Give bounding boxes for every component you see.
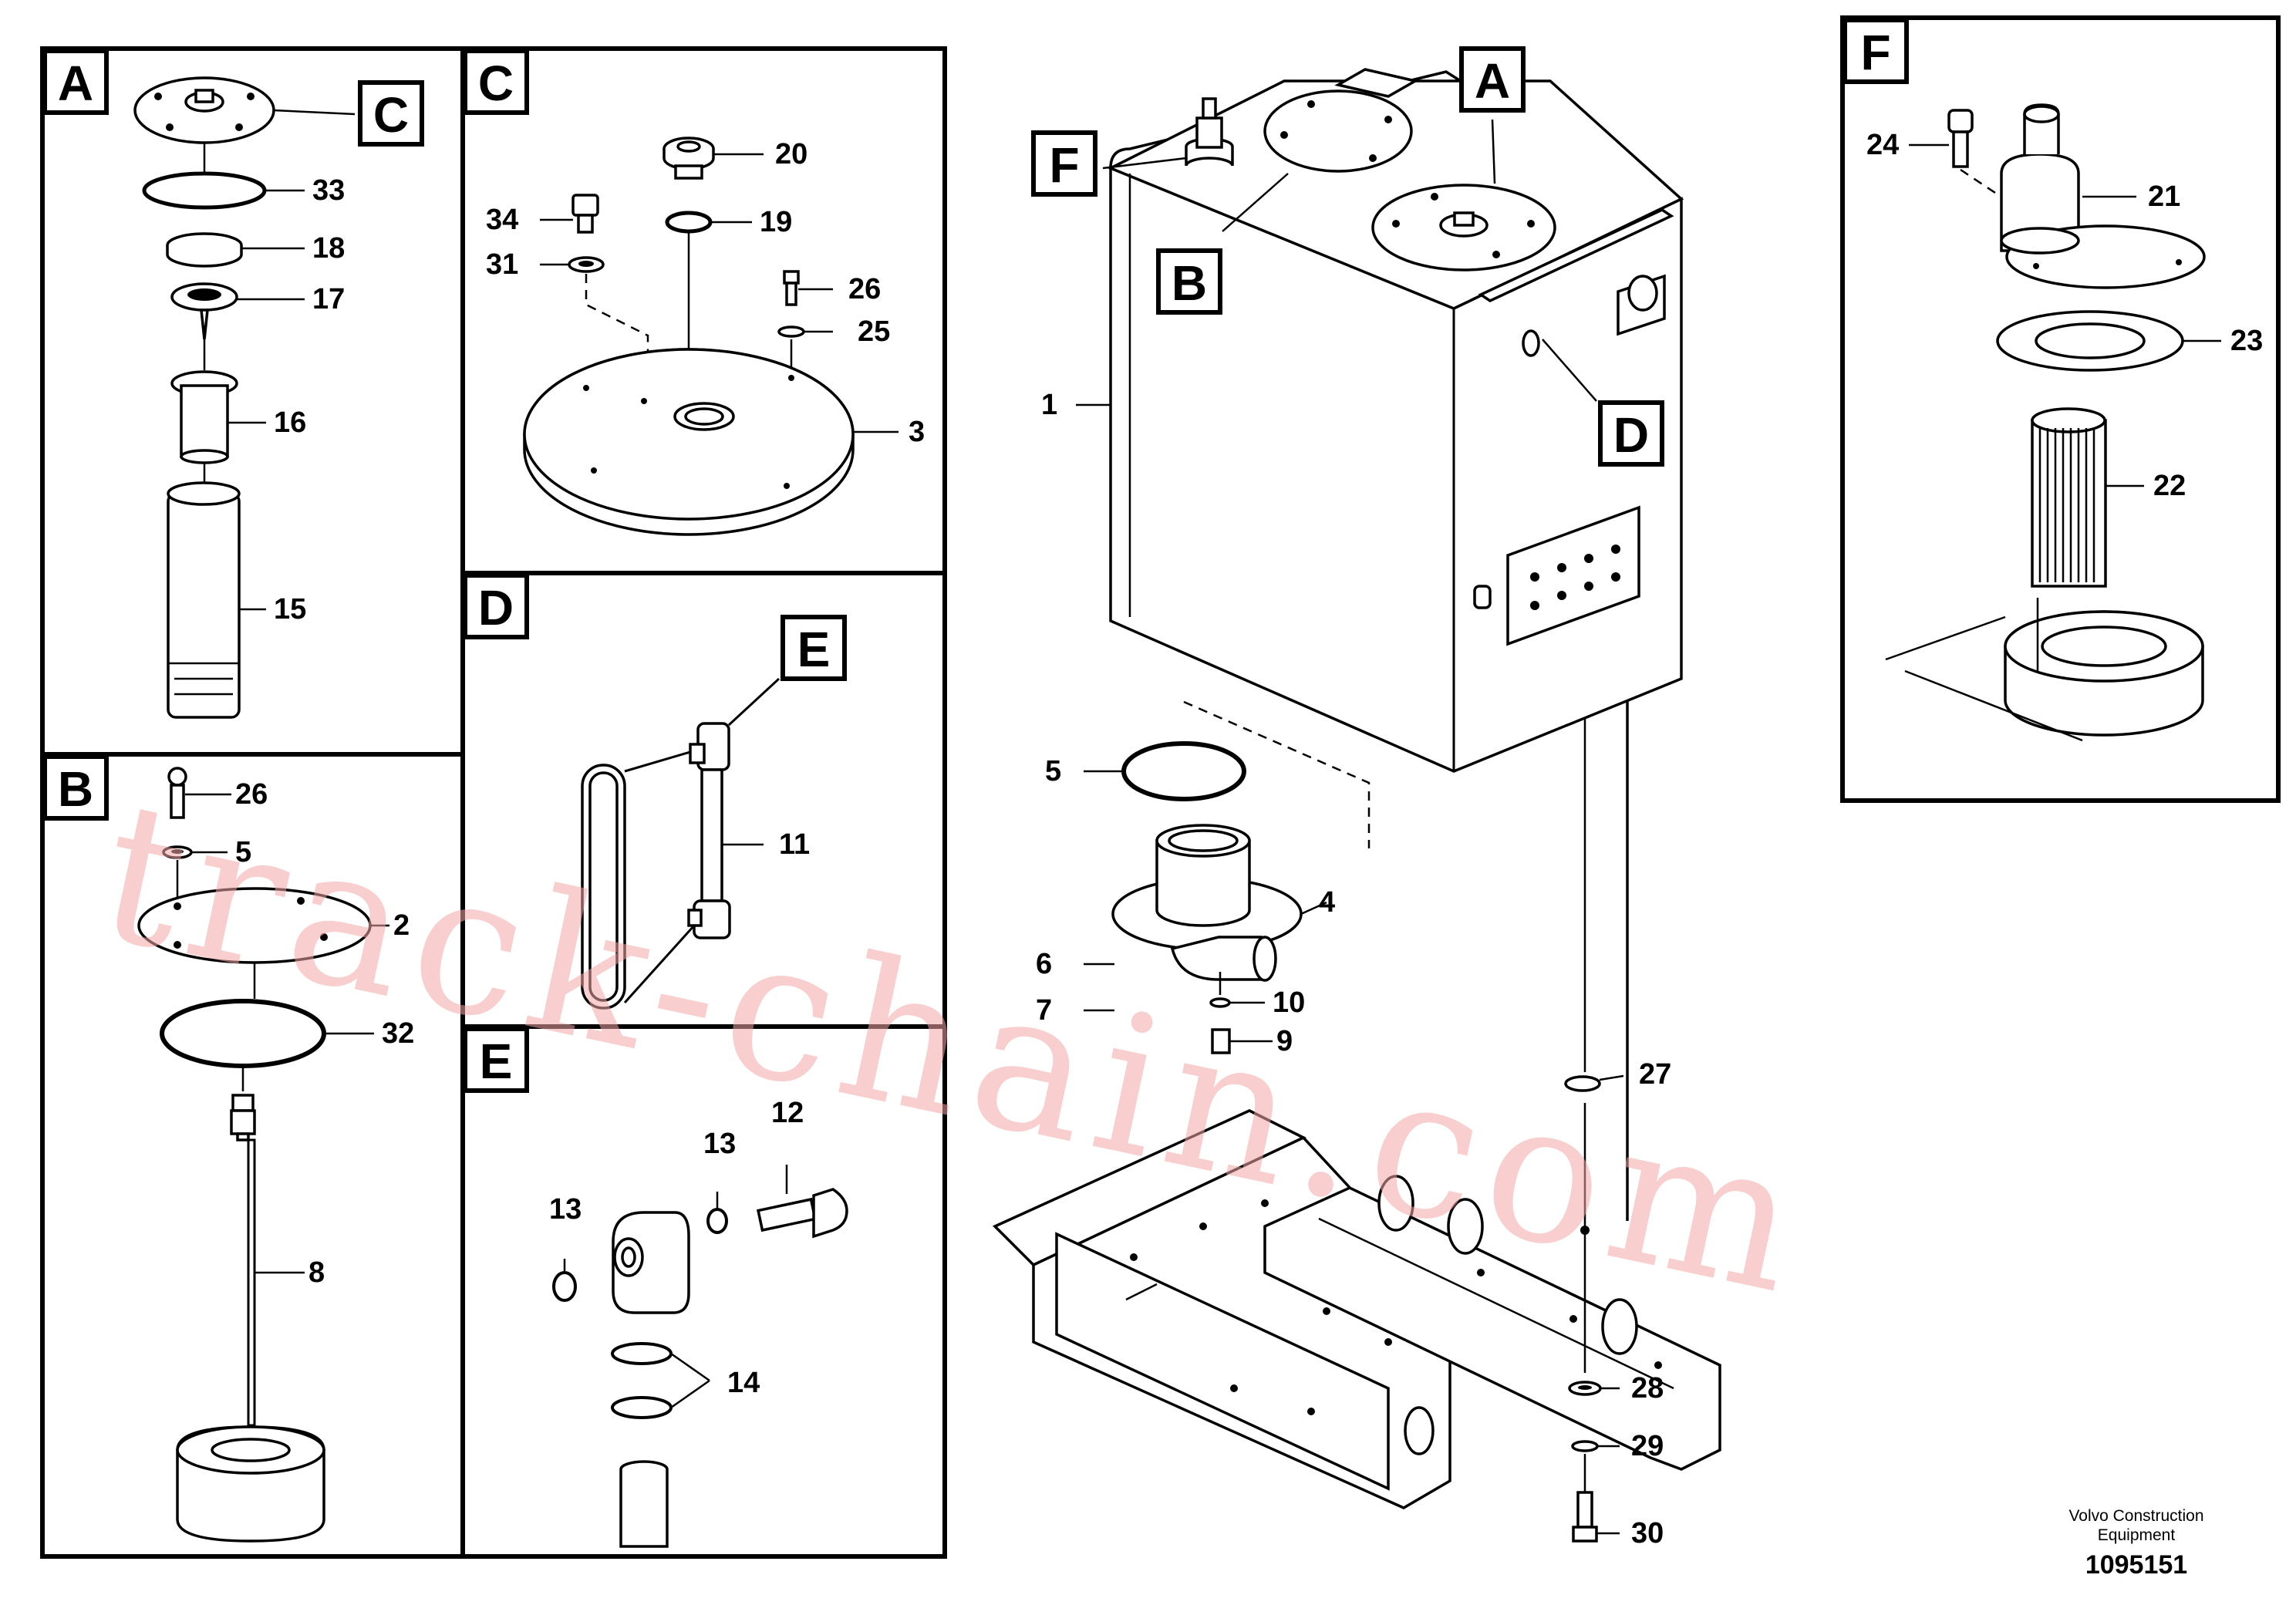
part-label-9: 9: [1276, 1025, 1293, 1057]
panel-a-drawing: C: [133, 76, 424, 719]
footer-company-line2: Equipment: [2098, 1526, 2176, 1544]
panel-c-letter-box: C: [463, 49, 529, 115]
panel-b-letter-box: B: [42, 754, 109, 821]
part-label-5: 5: [1045, 755, 1061, 787]
panel-a-letter: A: [58, 56, 93, 111]
main-callout-a-letter: A: [1475, 53, 1510, 109]
panel-f-letter-box: F: [1843, 18, 1909, 84]
panel-a-letter-box: A: [42, 49, 109, 115]
panel-a-ref-letter: C: [373, 87, 409, 143]
part-label-7: 7: [1036, 994, 1052, 1027]
part-label-27: 27: [1639, 1058, 1671, 1091]
main-callout-f-letter: F: [1049, 137, 1079, 193]
part-label-2: 2: [393, 909, 410, 942]
part-label-29: 29: [1631, 1430, 1664, 1462]
part-label-6: 6: [1036, 948, 1052, 980]
part-label-19: 19: [760, 206, 792, 238]
footer-company-line1: Volvo Construction: [2068, 1507, 2203, 1525]
part-label-25: 25: [858, 315, 890, 348]
part-label-24: 24: [1866, 129, 1899, 161]
part-label-17: 17: [312, 283, 345, 315]
part-label-21: 21: [2148, 180, 2180, 213]
part-label-10: 10: [1273, 986, 1305, 1019]
part-label-11: 11: [779, 828, 810, 861]
part-label-13-left: 13: [549, 1193, 582, 1226]
part-label-23: 23: [2230, 325, 2263, 357]
part-label-18: 18: [312, 232, 345, 265]
part-label-28: 28: [1631, 1372, 1664, 1404]
part-label-8: 8: [308, 1256, 325, 1289]
main-callout-f: F: [1031, 130, 1097, 197]
part-label-26-c: 26: [848, 273, 881, 305]
part-label-32: 32: [382, 1017, 414, 1050]
panel-d-drawing: E: [581, 615, 847, 1010]
main-callout-a: A: [1459, 46, 1526, 113]
part-label-20: 20: [775, 138, 807, 170]
panel-f-letter: F: [1860, 25, 1890, 80]
watermark-text: track-chain.com: [83, 758, 1826, 1338]
part-label-16: 16: [274, 406, 306, 439]
panel-c-letter: C: [478, 56, 514, 111]
part-label-3: 3: [909, 416, 925, 448]
part-label-14: 14: [727, 1367, 760, 1399]
panel-d-letter-box: D: [463, 573, 529, 639]
part-label-33: 33: [312, 174, 345, 207]
main-callout-d: D: [1598, 400, 1664, 467]
part-label-13-right: 13: [703, 1128, 736, 1160]
panel-b-letter: B: [58, 761, 93, 817]
part-label-1: 1: [1041, 389, 1057, 421]
part-label-34: 34: [486, 204, 518, 236]
panel-f-frame: [1840, 15, 2281, 803]
part-label-22: 22: [2153, 470, 2186, 502]
part-label-4: 4: [1319, 886, 1335, 919]
panel-c-drawing: [523, 137, 899, 536]
panel-a-frame: [40, 46, 465, 757]
panel-e-letter-box: E: [463, 1027, 529, 1093]
main-assembly-drawing: [992, 68, 1721, 1543]
panel-f-drawing: [1885, 103, 2221, 742]
main-callout-b: B: [1156, 248, 1222, 315]
part-label-31: 31: [486, 248, 518, 281]
part-label-26-b: 26: [235, 778, 268, 811]
panel-b-drawing: [137, 767, 389, 1543]
part-label-12: 12: [771, 1097, 804, 1129]
panel-d-letter: D: [478, 580, 514, 636]
panel-e-drawing: [552, 1165, 848, 1548]
panel-d-ref-letter: E: [797, 622, 831, 677]
main-callout-d-letter: D: [1613, 407, 1649, 463]
panel-a-ref-box: C: [358, 80, 424, 147]
drawing-number: 1095151: [2085, 1550, 2187, 1580]
panel-d-ref-box: E: [781, 615, 847, 681]
part-label-5-b: 5: [235, 836, 251, 868]
panel-e-letter: E: [480, 1034, 513, 1089]
part-label-15: 15: [274, 593, 306, 626]
part-label-30: 30: [1631, 1517, 1664, 1549]
panel-e-frame: [460, 1024, 947, 1559]
main-callout-b-letter: B: [1172, 255, 1207, 311]
